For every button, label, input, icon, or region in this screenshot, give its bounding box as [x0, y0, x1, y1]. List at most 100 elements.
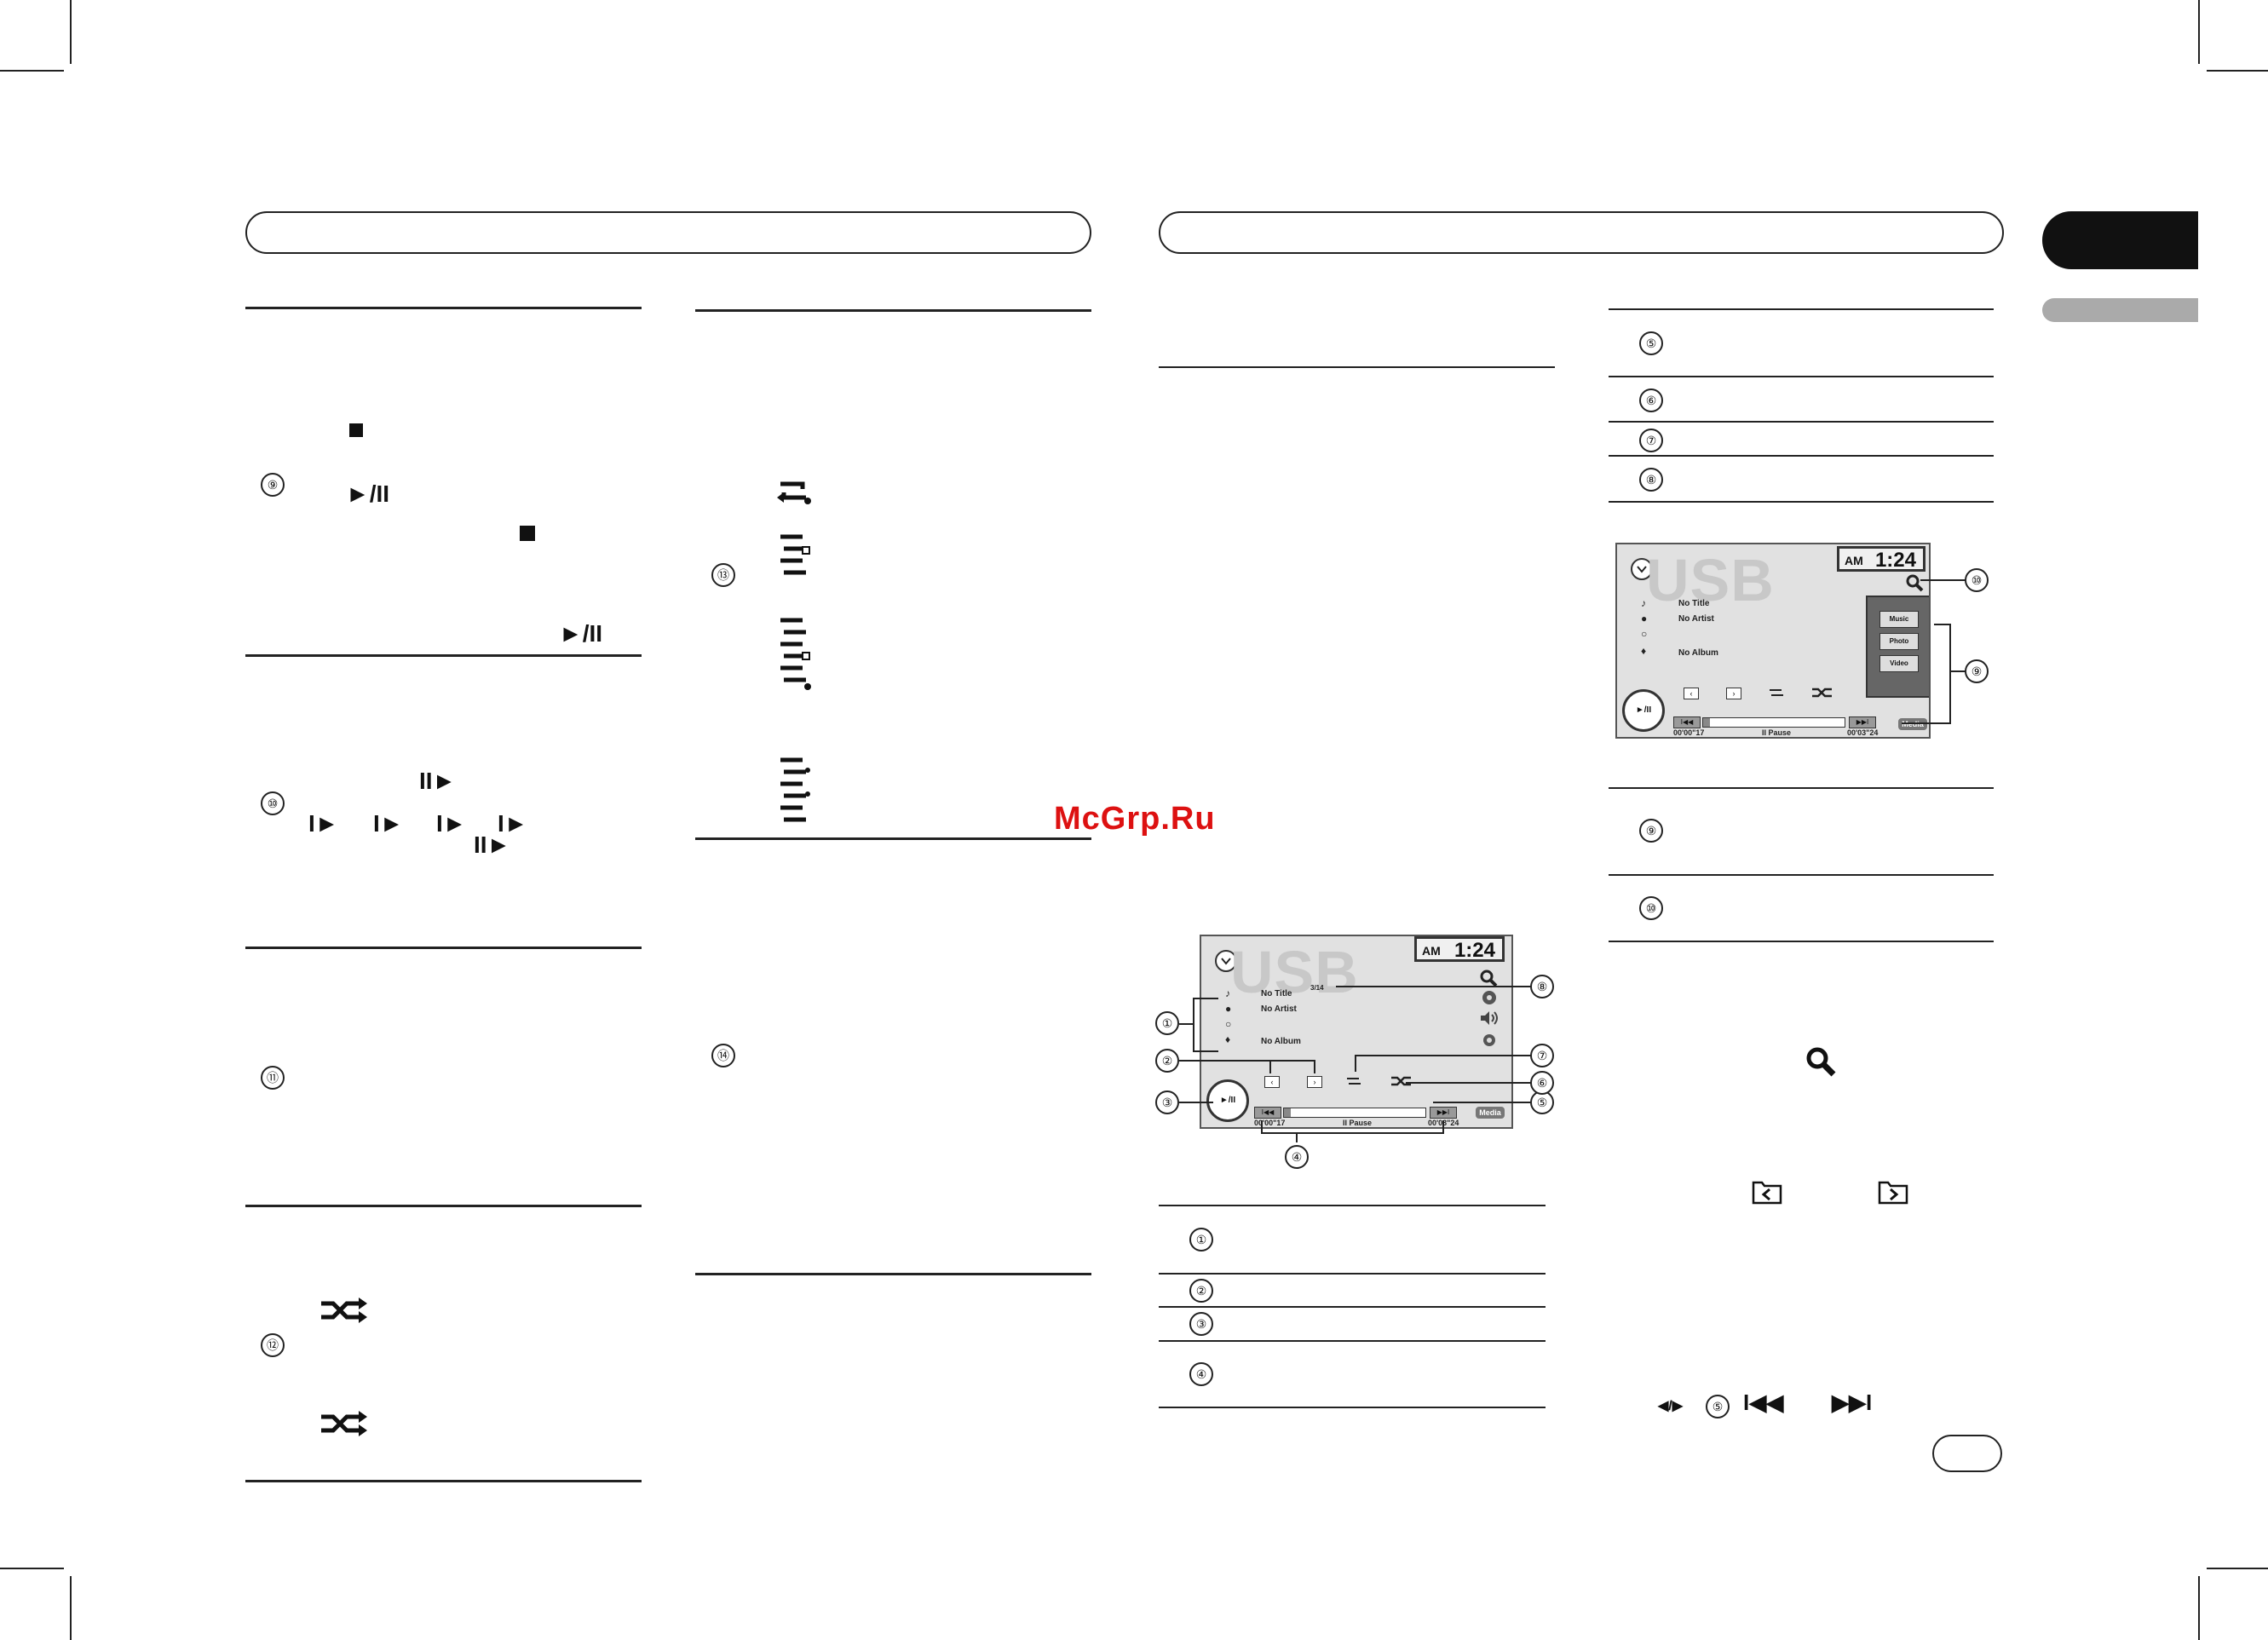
legend-number-10: ⑩ — [1639, 896, 1663, 920]
track-title: No Title — [1678, 599, 1710, 608]
play-pause-button[interactable]: ►/II — [1622, 689, 1665, 732]
callout-number-11: ⑪ — [261, 1066, 285, 1090]
callout-line — [1193, 998, 1194, 1052]
track-title: No Title — [1261, 989, 1292, 998]
media-button[interactable]: Media — [1898, 718, 1927, 730]
callout-line — [1193, 998, 1218, 999]
shuffle-icon[interactable] — [1390, 1074, 1414, 1088]
usb-screen-menu: USB AM 1:24 ♪ No Title ● No Artist ○ ♦ N… — [1615, 543, 1931, 739]
prev-track-icon: I◀◀ — [1743, 1390, 1784, 1415]
seek-prev-button[interactable]: I◀◀ — [1254, 1107, 1281, 1119]
media-menu: Music Photo Video — [1866, 596, 1929, 698]
folder-next-icon — [1878, 1181, 1908, 1205]
playback-status: II Pause — [1343, 1119, 1373, 1127]
chevron-down-icon[interactable] — [1215, 950, 1237, 972]
callout-number-13: ⑬ — [711, 563, 735, 587]
track-artist: No Artist — [1678, 614, 1714, 624]
crop-mark — [2198, 0, 2200, 64]
folder-prev-button[interactable]: ‹ — [1264, 1076, 1280, 1088]
folder-next-button[interactable]: › — [1307, 1076, 1322, 1088]
section-rule — [245, 654, 642, 657]
artist-icon: ● — [1225, 1003, 1232, 1015]
left-right-icon: ◀/▶ — [1658, 1399, 1684, 1413]
disc-settings-icon[interactable] — [1481, 989, 1498, 1006]
table-rule — [1159, 1407, 1546, 1408]
progress-fill — [1284, 1108, 1292, 1117]
play-pause-button[interactable]: ►/II — [1206, 1079, 1249, 1122]
table-rule — [1609, 501, 1994, 503]
genre-icon: ♦ — [1641, 645, 1647, 657]
crop-mark — [70, 1576, 72, 1640]
play-pause-icon: ►/II — [346, 480, 390, 507]
folder-prev-button[interactable]: ‹ — [1684, 688, 1699, 699]
search-icon[interactable] — [1905, 573, 1924, 592]
usb-screen-main: USB AM 1:24 3/14 ♪ No Title ● No Artist … — [1200, 935, 1513, 1129]
crop-mark — [0, 1568, 64, 1569]
menu-item-video[interactable]: Video — [1879, 655, 1919, 672]
right-page-header — [1159, 211, 2004, 254]
callout-line — [1269, 1060, 1271, 1073]
playback-status: II Pause — [1762, 728, 1792, 737]
track-artist: No Artist — [1261, 1004, 1297, 1014]
callout-line — [1920, 579, 1966, 581]
menu-item-music[interactable]: Music — [1879, 611, 1919, 628]
callout-number-5: ⑤ — [1706, 1395, 1730, 1418]
callout-line — [1355, 1055, 1532, 1056]
remaining-time: 00'03"24 — [1847, 728, 1879, 737]
callout-number-8: ⑧ — [1530, 975, 1554, 998]
seek-prev-button[interactable]: I◀◀ — [1673, 716, 1701, 728]
section-rule — [695, 837, 1091, 840]
callout-number-10: ⑩ — [1965, 568, 1989, 592]
seek-next-button[interactable]: ▶▶I — [1849, 716, 1876, 728]
play-pause-label: ►/II — [1219, 1096, 1236, 1105]
callout-line — [1355, 1055, 1356, 1072]
repeat-icon — [780, 534, 810, 575]
menu-item-photo[interactable]: Photo — [1879, 633, 1919, 650]
table-rule — [1609, 376, 1994, 377]
callout-line — [1314, 1060, 1315, 1073]
section-rule — [245, 1480, 642, 1482]
seek-next-button[interactable]: ▶▶I — [1430, 1107, 1457, 1119]
crop-mark — [2207, 1568, 2268, 1569]
callout-line — [1179, 1102, 1213, 1103]
frame-icon: I► — [436, 810, 467, 837]
gear-icon[interactable] — [1481, 1032, 1498, 1049]
repeat-icon[interactable] — [1344, 1074, 1363, 1088]
callout-line — [1261, 1120, 1263, 1134]
table-rule — [1609, 874, 1994, 876]
table-rule — [1159, 1205, 1546, 1206]
volume-icon[interactable] — [1479, 1010, 1500, 1027]
search-icon[interactable] — [1479, 969, 1498, 987]
genre-icon: ♦ — [1225, 1033, 1231, 1045]
repeat-icon — [780, 618, 811, 690]
callout-line — [1261, 1132, 1444, 1134]
step-icon: II► — [474, 832, 511, 858]
media-button[interactable]: Media — [1476, 1107, 1505, 1119]
clock-ampm: AM — [1422, 944, 1441, 958]
disc-icon: ○ — [1641, 628, 1648, 640]
legend-number-8: ⑧ — [1639, 468, 1663, 492]
crop-mark — [2198, 1576, 2200, 1640]
shuffle-icon[interactable] — [1811, 686, 1835, 699]
legend-number-6: ⑥ — [1639, 388, 1663, 412]
folder-next-button[interactable]: › — [1726, 688, 1741, 699]
language-tab — [2042, 298, 2198, 322]
clock-time: 1:24 — [1453, 939, 1495, 962]
shuffle-icon — [321, 1411, 367, 1436]
section-rule — [1159, 366, 1555, 368]
play-pause-label: ►/II — [1635, 705, 1652, 715]
repeat-icon[interactable] — [1767, 686, 1786, 699]
progress-bar[interactable] — [1283, 1108, 1426, 1118]
callout-line — [1934, 624, 1951, 625]
search-icon — [1806, 1047, 1836, 1077]
repeat-icon — [777, 481, 811, 504]
progress-bar[interactable] — [1702, 717, 1845, 728]
next-label: ▶▶I — [1856, 718, 1869, 726]
callout-number-10: ⑩ — [261, 791, 285, 815]
chevron-down-icon[interactable] — [1631, 558, 1653, 580]
watermark: McGrp.Ru — [1054, 801, 1216, 837]
elapsed-time: 00'00"17 — [1254, 1119, 1286, 1127]
callout-line — [1442, 1120, 1444, 1134]
artist-icon: ● — [1641, 613, 1648, 624]
table-rule — [1609, 421, 1994, 423]
